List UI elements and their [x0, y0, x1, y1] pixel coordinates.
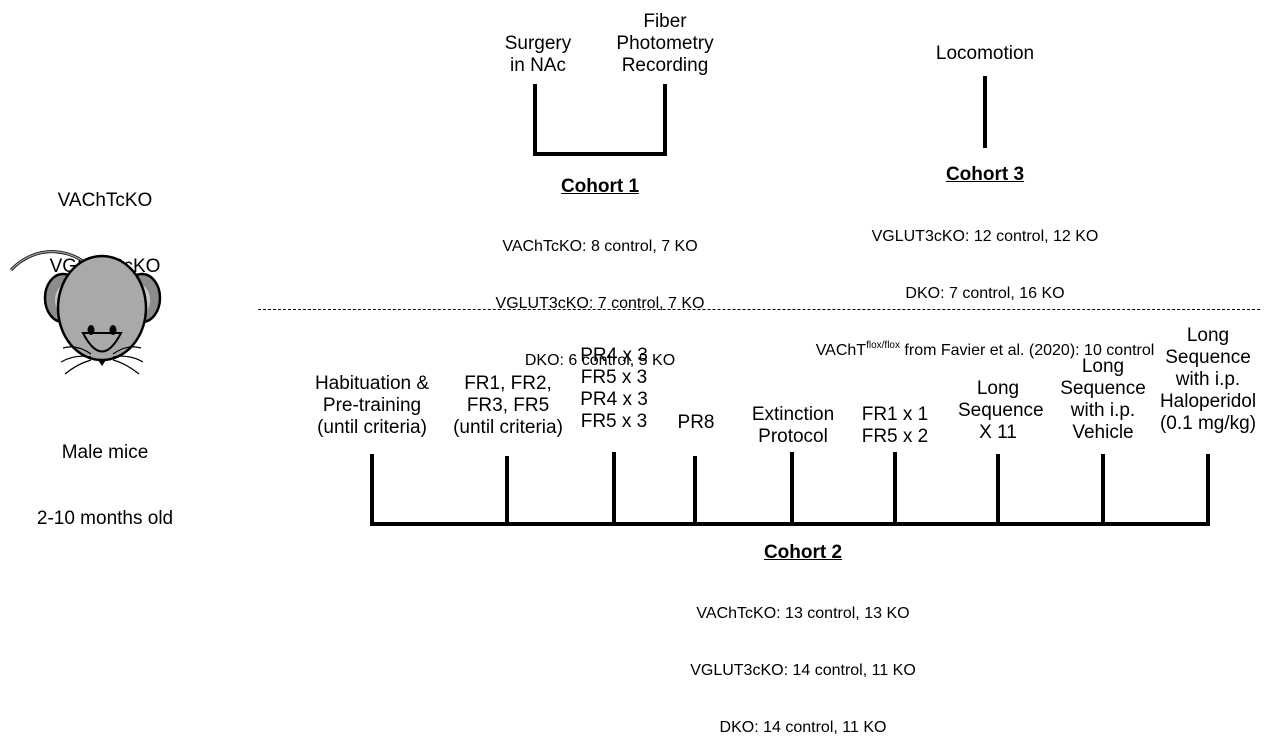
cohort3-event-label: Locomotion [935, 43, 1035, 64]
cohort2-event-label: Long Sequence X 11 [958, 378, 1044, 443]
cohort1-event-label: Fiber Photometry Recording [616, 11, 714, 76]
cohort2-tick [505, 456, 509, 526]
cohort2-event-label: Long Sequence with i.p. Haloperidol (0.1… [1159, 325, 1257, 434]
cohort2-tick [996, 454, 1000, 526]
cohort2-counts: VAChTcKO: 13 control, 13 KO VGLUT3cKO: 1… [643, 566, 963, 756]
genotype-label: VAChTcKO [57, 190, 153, 211]
mouse-illustration [9, 250, 162, 375]
caption-line: 2-10 months old [36, 508, 174, 529]
cohort3-counts: VGLUT3cKO: 12 control, 12 KO DKO: 7 cont… [760, 189, 1210, 379]
mouse-eye-left [87, 325, 95, 335]
cohort2-tick [693, 456, 697, 526]
cohort3-title: Cohort 3 [945, 164, 1025, 185]
mouse-whiskers [60, 346, 144, 375]
cohort2-event-label: PR4 x 3 FR5 x 3 PR4 x 3 FR5 x 3 [580, 345, 648, 432]
cohort2-event-label: FR1, FR2, FR3, FR5 (until criteria) [453, 373, 563, 438]
gene-superscript: flox/flox [866, 340, 900, 351]
cohort2-tick [1206, 454, 1210, 526]
cohort2-event-label: Habituation & Pre-training (until criter… [314, 373, 430, 438]
cohort2-event-label: FR1 x 1 FR5 x 2 [861, 404, 929, 447]
gene-name: VAChT [815, 342, 867, 359]
section-divider [258, 309, 1260, 310]
cohort2-title: Cohort 2 [763, 542, 843, 563]
cohort2-timeline [370, 522, 1210, 526]
cohort1-title: Cohort 1 [560, 176, 640, 197]
count-line: DKO: 6 control, 5 KO [524, 352, 676, 369]
count-line: VAChTcKO: 8 control, 7 KO [502, 238, 698, 255]
count-line: DKO: 7 control, 16 KO [905, 285, 1065, 302]
mouse-nose [98, 360, 106, 366]
citation-text: from Favier et al. (2020): 10 control [899, 342, 1155, 359]
cohort2-event-label: Extinction Protocol [751, 404, 835, 447]
caption-line: Male mice [61, 442, 149, 463]
count-line: VGLUT3cKO: 7 control, 7 KO [495, 295, 705, 312]
count-line: DKO: 14 control, 11 KO [719, 719, 887, 736]
count-line: VAChTcKO: 13 control, 13 KO [696, 605, 910, 622]
count-line: VGLUT3cKO: 12 control, 12 KO [871, 228, 1099, 245]
cohort3-tick [983, 76, 987, 148]
mouse-snout [81, 332, 123, 353]
cohort1-event-label: Surgery in NAc [504, 33, 572, 76]
mouse-eye-right [109, 325, 117, 335]
cohort1-tick [533, 84, 537, 156]
count-line: VGLUT3cKO: 14 control, 11 KO [690, 662, 916, 679]
cohort2-tick [893, 452, 897, 526]
cohort1-timeline [533, 152, 667, 156]
cohort1-tick [663, 84, 667, 156]
cohort2-event-label: PR8 [677, 412, 715, 433]
cohort2-tick [612, 452, 616, 526]
cohort2-tick [370, 454, 374, 526]
cohort2-tick [790, 452, 794, 526]
cohort2-tick [1101, 454, 1105, 526]
count-line: VAChTflox/flox from Favier et al. (2020)… [760, 341, 1210, 360]
mouse-caption: Male mice 2-10 months old [20, 398, 190, 552]
cohort1-counts: VAChTcKO: 8 control, 7 KO VGLUT3cKO: 7 c… [440, 199, 760, 389]
cohort2-event-label: Long Sequence with i.p. Vehicle [1060, 356, 1146, 443]
